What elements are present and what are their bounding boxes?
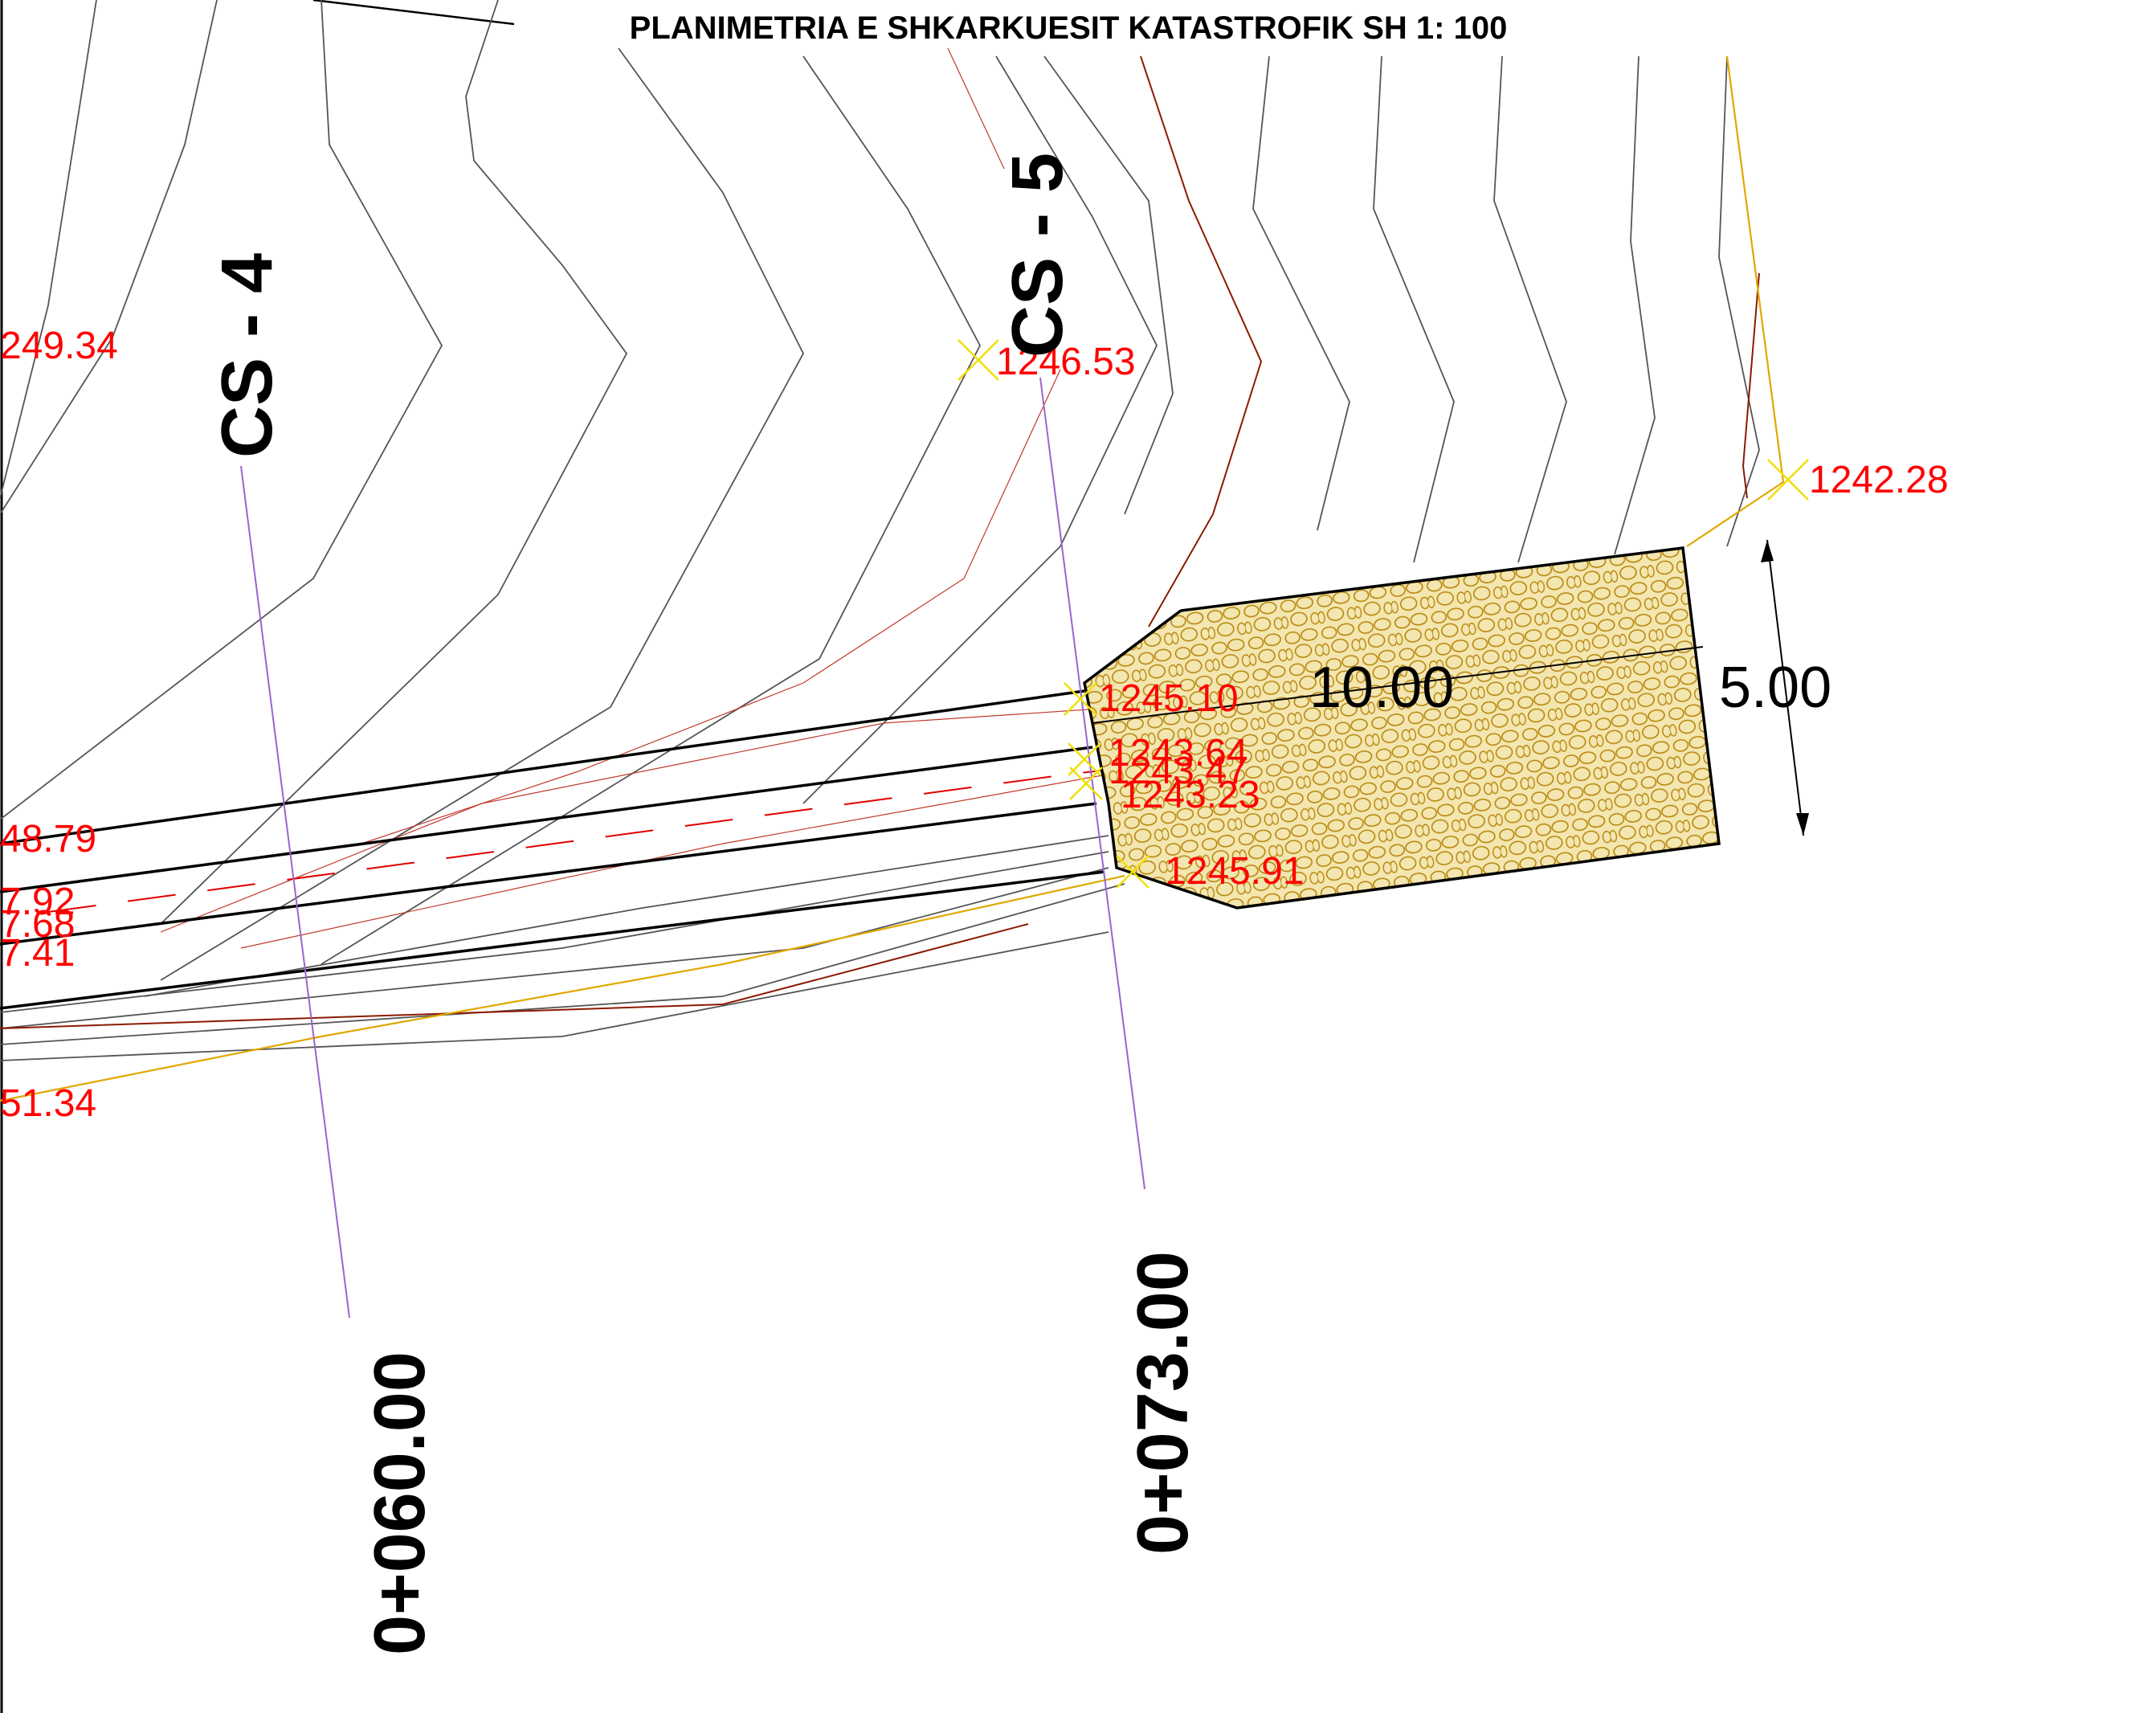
section-label-cs4: CS - 4 bbox=[207, 253, 288, 458]
elevation-label: 48.79 bbox=[0, 818, 96, 861]
point-markers bbox=[958, 339, 1809, 889]
elevation-label: 51.34 bbox=[0, 1082, 96, 1125]
elevation-label: 7.68 bbox=[0, 903, 75, 946]
elevation-label: 1246.53 bbox=[996, 341, 1136, 383]
elevation-label: 1243.47 bbox=[1109, 750, 1248, 792]
width-dimension-line bbox=[1761, 539, 1809, 836]
section-line-cs5 bbox=[1039, 377, 1145, 1190]
red-contours bbox=[0, 47, 1760, 1029]
section-label-cs5: CS - 5 bbox=[998, 153, 1078, 358]
section-lines bbox=[240, 377, 1145, 1318]
channel bbox=[0, 689, 1712, 1010]
elevation-label: 249.34 bbox=[0, 325, 118, 367]
riprap-apron bbox=[1083, 546, 1721, 910]
width-dimension: 5.00 bbox=[1719, 656, 1831, 720]
frame-top-stub bbox=[312, 0, 515, 26]
elevation-labels: 249.34 1246.53 1242.28 1245.10 1243.64 1… bbox=[0, 325, 1949, 1125]
length-dimension: 10.00 bbox=[1309, 656, 1454, 720]
contour-lines bbox=[0, 0, 1760, 1061]
chainage-label-cs5: 0+073.00 bbox=[1123, 1251, 1203, 1555]
elevation-label: 1245.91 bbox=[1165, 850, 1305, 893]
section-line-cs4 bbox=[240, 465, 350, 1318]
drawing-title: PLANIMETRIA E SHKARKUESIT KATASTROFIK SH… bbox=[630, 10, 1508, 46]
yellow-lines bbox=[0, 55, 1785, 1102]
elevation-label: 1242.28 bbox=[1809, 459, 1949, 501]
elevation-label: 1243.23 bbox=[1121, 774, 1260, 816]
chainage-label-cs4: 0+060.00 bbox=[360, 1351, 440, 1655]
elevation-label: 1245.10 bbox=[1099, 677, 1239, 720]
elevation-label: 7.92 bbox=[0, 881, 75, 923]
elevation-label: 7.41 bbox=[0, 932, 75, 975]
elevation-label: 1243.64 bbox=[1109, 732, 1248, 775]
